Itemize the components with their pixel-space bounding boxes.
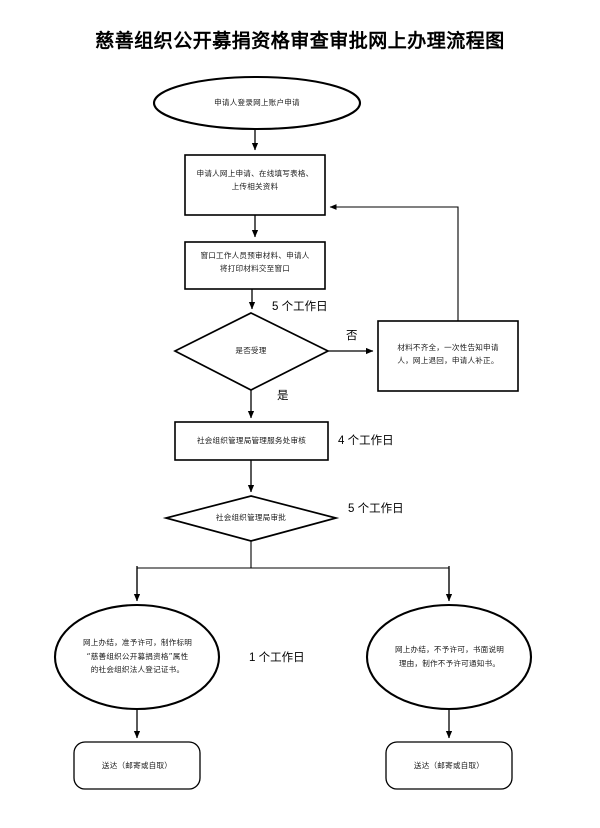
node-deliver-approved [73, 741, 201, 790]
edge-label-duration-approval: 5 个工作日 [348, 503, 404, 515]
node-accept-decision [173, 312, 330, 391]
edge-incomplete-feedback-loop [329, 204, 459, 321]
edge-label-duration-accept: 5 个工作日 [272, 301, 328, 313]
node-rejected [365, 603, 533, 711]
edge-label-duration-review: 4 个工作日 [338, 435, 394, 447]
edge-approval-split-bus [136, 541, 450, 598]
node-window-prereview [184, 241, 326, 290]
node-incomplete-return [377, 320, 519, 392]
edge-label-branch-no: 否 [346, 330, 358, 342]
node-approved [53, 603, 221, 711]
node-bureau-review [174, 421, 329, 461]
edge-label-duration-deliver: 1 个工作日 [249, 652, 305, 664]
edge-label-branch-yes: 是 [277, 390, 289, 402]
page-title: 慈善组织公开募捐资格审查审批网上办理流程图 [95, 31, 505, 52]
node-deliver-rejected [385, 741, 513, 790]
node-online-apply [184, 154, 326, 216]
node-start [152, 75, 362, 131]
node-bureau-approval [162, 495, 340, 542]
